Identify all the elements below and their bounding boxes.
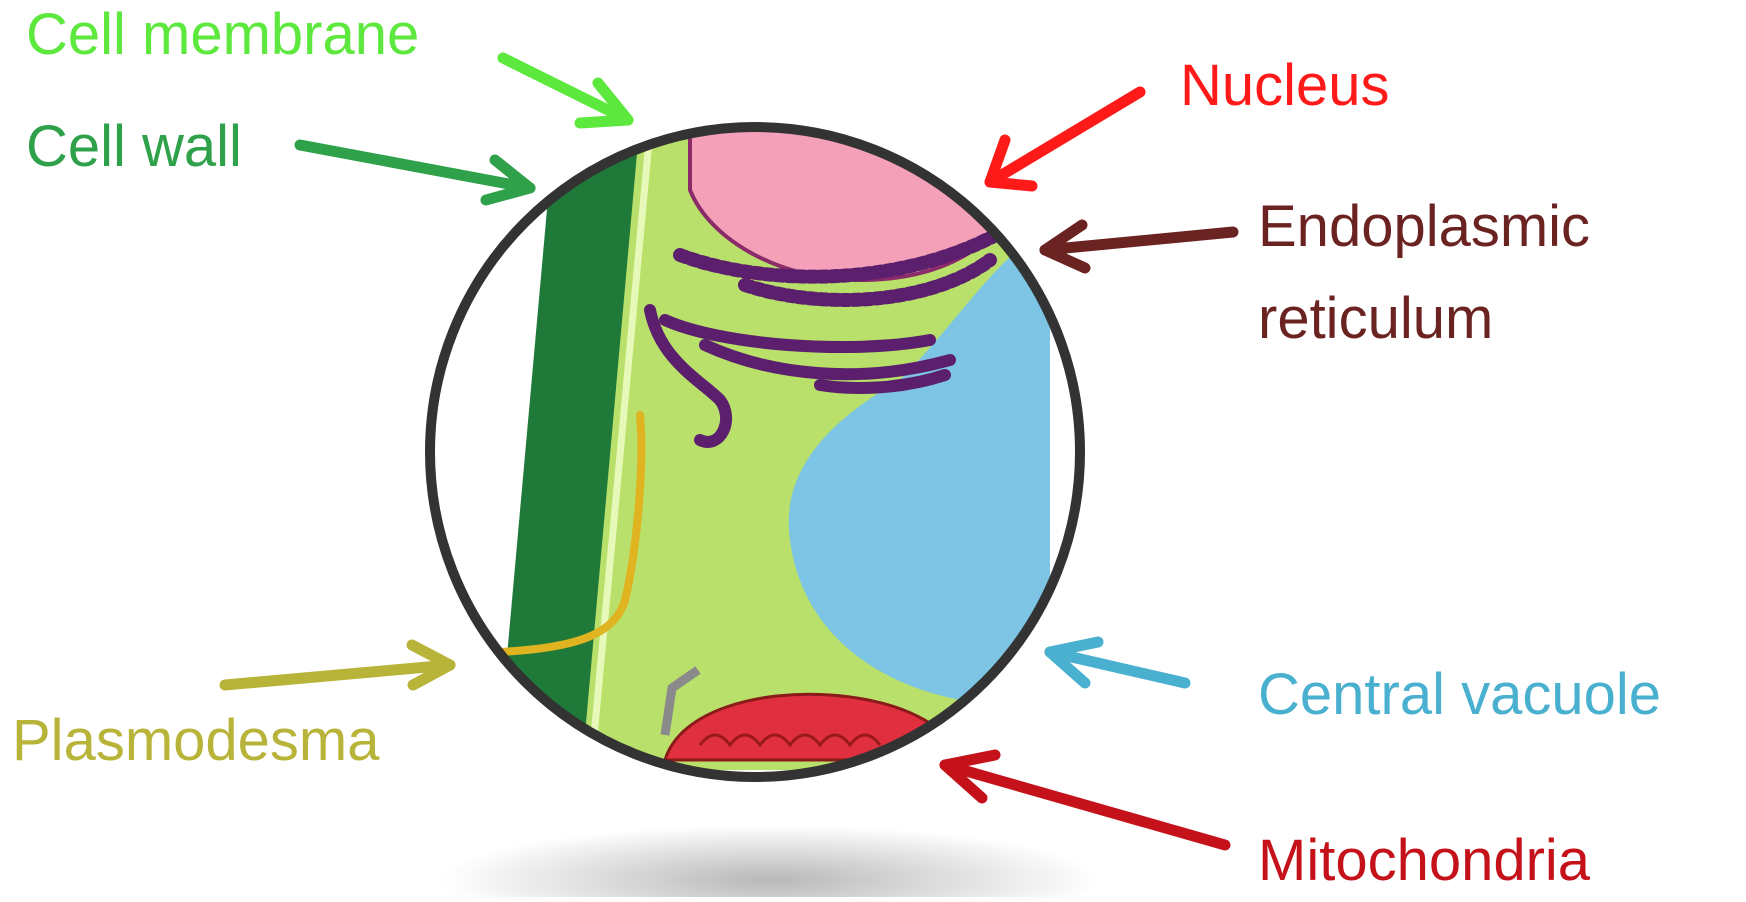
- arrow-plasmodesma: [225, 645, 450, 685]
- magnifier-shadow: [440, 825, 1100, 897]
- label-central-vacuole: Central vacuole: [1258, 666, 1661, 724]
- label-cell-membrane: Cell membrane: [26, 6, 419, 64]
- arrow-central-vacuole: [1050, 642, 1185, 683]
- arrow-endoplasmic-reticulum: [1045, 225, 1233, 268]
- label-plasmodesma: Plasmodesma: [12, 712, 379, 770]
- label-nucleus: Nucleus: [1180, 57, 1390, 115]
- arrow-mitochondria: [945, 755, 1225, 845]
- label-mitochondria: Mitochondria: [1258, 832, 1590, 890]
- arrow-cell-wall: [300, 145, 530, 200]
- label-endoplasmic-reticulum-line1: Endoplasmic: [1258, 198, 1590, 256]
- arrow-cell-membrane: [503, 58, 628, 123]
- label-endoplasmic-reticulum-line2: reticulum: [1258, 290, 1493, 348]
- arrow-nucleus: [990, 92, 1140, 186]
- label-cell-wall: Cell wall: [26, 118, 242, 176]
